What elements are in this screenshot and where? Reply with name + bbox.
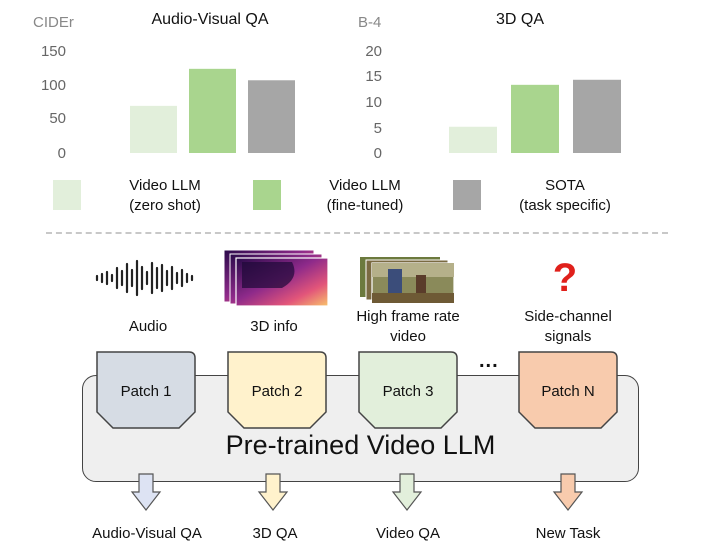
ellipsis: ... [479, 350, 499, 372]
modality-line: Audio [128, 318, 168, 335]
y-tick-label: 0 [373, 145, 382, 162]
patch-2: Patch 2 [227, 351, 327, 429]
modality-line: video [390, 328, 426, 345]
y-axis-label: CIDEr [33, 14, 74, 31]
patch-label: Patch 2 [252, 383, 303, 400]
chart-title: Audio-Visual QA [151, 11, 269, 28]
output-label-video-qa: Video QA [376, 525, 440, 542]
legend-label-fine-tuned: Video LLM (fine-tuned) [300, 176, 430, 216]
y-tick-label: 15 [365, 68, 382, 85]
legend-line: Video LLM [129, 177, 201, 194]
modality-label-3d-info: 3D info [214, 317, 334, 337]
legend-line: (task specific) [519, 197, 611, 214]
patch-label: Patch N [541, 383, 594, 400]
bar-chart-plot [130, 68, 295, 153]
patch-label: Patch 3 [383, 383, 434, 400]
bar-2 [511, 84, 559, 153]
modality-label-video: High frame rate video [338, 307, 478, 347]
video-frames-icon [360, 257, 455, 304]
legend-line: Video LLM [329, 177, 401, 194]
y-axis-label: B-4 [358, 14, 382, 31]
down-arrow-icon [130, 473, 162, 511]
bar-1 [449, 126, 497, 153]
down-arrow-icon [552, 473, 584, 511]
legend-swatch-fine-tuned [253, 180, 281, 210]
output-label-audio-visual-qa: Audio-Visual QA [92, 525, 202, 542]
y-tick-label: 20 [365, 43, 382, 60]
y-tick-label: 100 [40, 77, 66, 94]
output-label-new-task: New Task [535, 525, 601, 542]
audio-waveform-icon [95, 259, 194, 297]
bar-chart-plot [449, 79, 621, 153]
y-tick-label: 50 [49, 110, 66, 127]
y-tick-label: 10 [365, 94, 382, 111]
patch-n: Patch N [518, 351, 618, 429]
legend-swatch-zero-shot [53, 180, 81, 210]
patch-1: Patch 1 [96, 351, 196, 429]
legend-label-sota: SOTA (task specific) [495, 176, 635, 216]
down-arrow-icon [391, 473, 423, 511]
modality-label-audio: Audio [88, 317, 208, 337]
bar-1 [130, 105, 177, 153]
dashed-divider [46, 232, 668, 234]
legend-line: (fine-tuned) [326, 197, 404, 214]
bar-3 [573, 79, 621, 153]
modality-line: signals [544, 328, 592, 345]
y-tick-label: 0 [57, 145, 66, 162]
svg-text:?: ? [553, 256, 577, 297]
model-label: Pre-trained Video LLM [225, 430, 496, 460]
legend-swatch-sota [453, 180, 481, 210]
modality-line: High frame rate [356, 308, 460, 325]
output-label-3d-qa: 3D QA [252, 525, 298, 542]
question-mark-icon: ? [553, 256, 577, 297]
down-arrow-icon [257, 473, 289, 511]
patch-3: Patch 3 [358, 351, 458, 429]
y-tick-label: 150 [40, 43, 66, 60]
legend-line: (zero shot) [129, 197, 201, 214]
y-tick-label: 5 [373, 120, 382, 137]
output-arrows [130, 473, 584, 511]
legend-line: SOTA [545, 177, 585, 194]
depth-map-icon [223, 249, 329, 307]
patch-layer: Patch 1 Patch 2 Patch 3 Patch N [96, 351, 618, 429]
legend-label-zero-shot: Video LLM (zero shot) [100, 176, 230, 216]
bar-3 [248, 80, 295, 153]
modality-line: Side-channel [524, 308, 612, 325]
chart-title: 3D QA [495, 11, 544, 28]
modality-line: 3D info [250, 318, 298, 335]
bar-2 [189, 68, 236, 153]
modality-label-side-channel: Side-channel signals [498, 307, 638, 347]
patch-label: Patch 1 [121, 383, 172, 400]
